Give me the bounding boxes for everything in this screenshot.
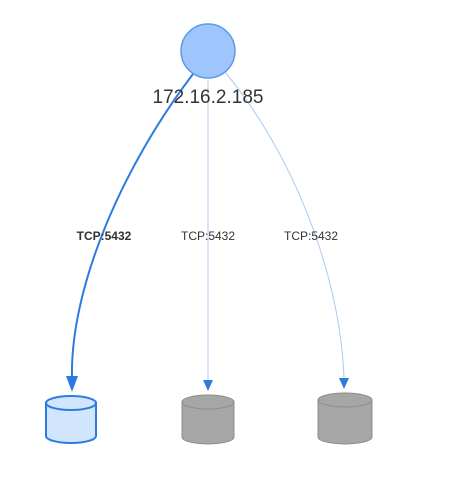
connection-edge-1[interactable]: [70, 73, 194, 379]
arrowhead-icon: [66, 376, 78, 392]
edges-layer: TCP:5432 TCP:5432 TCP:5432: [66, 71, 349, 392]
edge-label-2: TCP:5432: [181, 229, 235, 243]
edge-label-3: TCP:5432: [284, 229, 338, 243]
connection-edge-3[interactable]: [224, 71, 345, 379]
database-node-2[interactable]: [181, 394, 235, 445]
host-circle-icon: [180, 23, 236, 79]
database-node-3[interactable]: [317, 392, 373, 445]
database-icon: [45, 395, 97, 444]
edge-label-1: TCP:5432: [77, 229, 132, 243]
database-icon: [317, 392, 373, 445]
arrowhead-icon: [203, 380, 213, 391]
source-host-node[interactable]: 172.16.2.185: [153, 23, 264, 108]
database-node-1[interactable]: [45, 395, 97, 444]
host-ip-label: 172.16.2.185: [153, 87, 264, 108]
arrowhead-icon: [339, 378, 349, 389]
database-icon: [181, 394, 235, 445]
